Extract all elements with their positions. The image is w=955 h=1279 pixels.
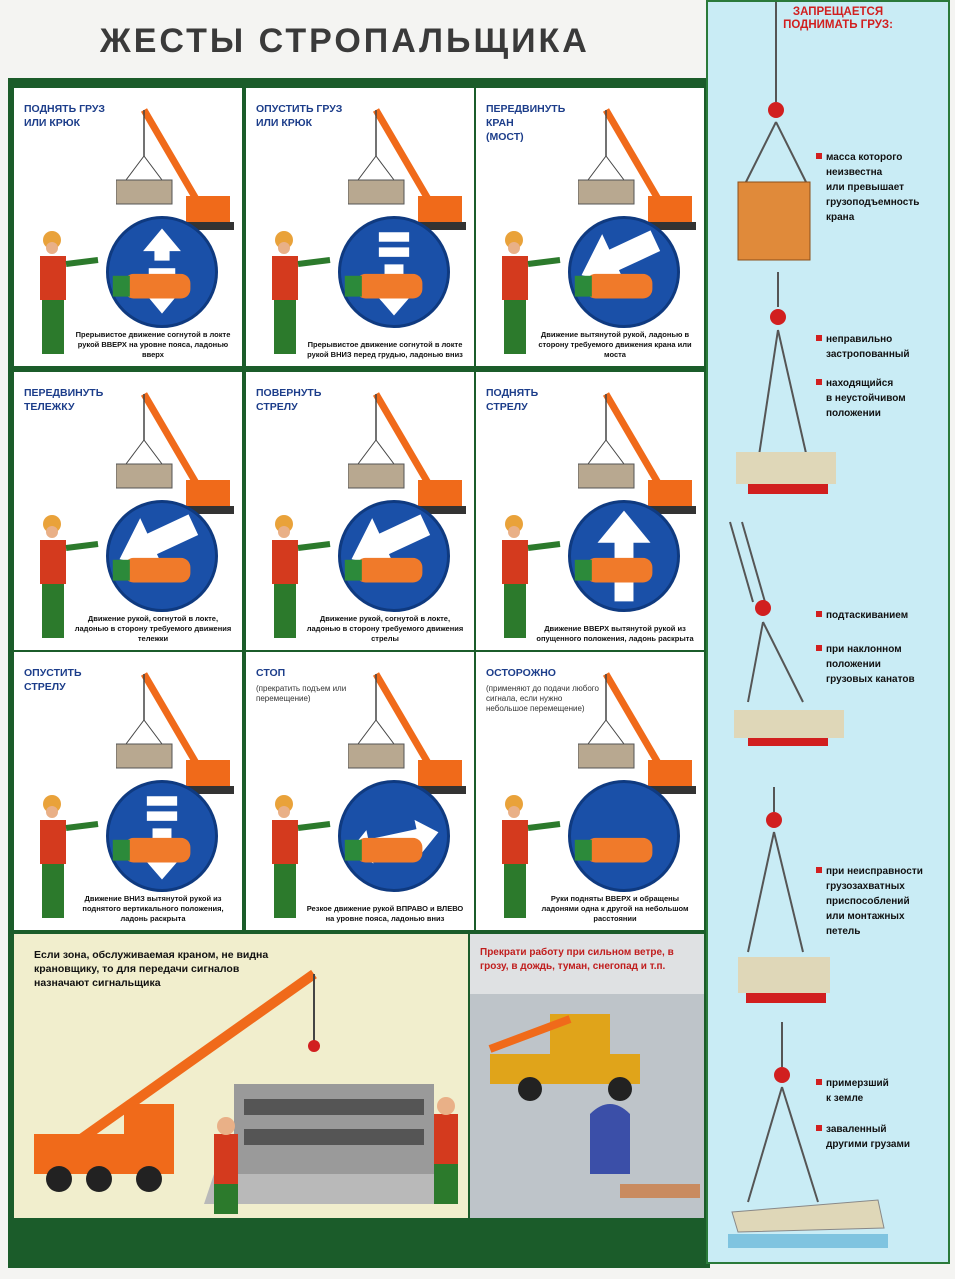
- left-right-arrow-icon: [344, 819, 439, 864]
- slinger-figure: [272, 515, 331, 638]
- signal-sign: [568, 780, 680, 892]
- signal-sign: [106, 216, 218, 328]
- slinger-figure: [502, 231, 561, 354]
- slinger-figure: [502, 515, 561, 638]
- gesture-caption: Движение ВВЕРХ вытянутой рукой из опущен…: [536, 624, 694, 643]
- gesture-caption: Движение рукой, согнутой в локте, ладонь…: [306, 614, 464, 643]
- crane-illustration: [578, 108, 696, 230]
- gesture-caption: Движение вытянутой рукой, ладонью в стор…: [538, 330, 692, 359]
- slinger-figure: [502, 795, 561, 918]
- crane-illustration: [578, 392, 696, 514]
- rigging-illustrations: [728, 2, 888, 1248]
- diagonal-arrow-icon: [574, 230, 661, 299]
- page-title: ЖЕСТЫ СТРОПАЛЬЩИКА: [100, 22, 590, 60]
- gesture-caption: Прерывистое движение согнутой в локте ру…: [307, 340, 463, 359]
- bad-weather-illustration: [470, 994, 704, 1218]
- slinger-figure: [272, 795, 331, 918]
- crane-illustration: [348, 672, 466, 794]
- gesture-label: ОСТОРОЖНО: [486, 667, 556, 679]
- signal-sign: [338, 216, 450, 328]
- crane-illustration: [348, 108, 466, 230]
- hands-icon: [574, 837, 653, 863]
- forbidden-header: ЗАПРЕЩАЕТСЯ ПОДНИМАТЬ ГРУЗ:: [783, 6, 893, 31]
- down-arrow-icon: [112, 796, 191, 880]
- signal-sign: [106, 500, 218, 612]
- down-arrow-icon: [344, 232, 423, 316]
- diagonal-arrow-icon: [344, 514, 431, 583]
- slinger-figure: [40, 795, 99, 918]
- up-down-arrow-icon: [112, 228, 191, 314]
- gesture-card: СТОП (прекратить подъем или перемещение) Р…: [246, 652, 474, 930]
- weather-warning-panel: Прекрати работу при сильном ветре, в гро…: [470, 934, 704, 1218]
- diagonal-arrow-icon: [112, 514, 199, 583]
- up-arrow-icon: [574, 510, 653, 602]
- gesture-label: СТОП: [256, 667, 286, 679]
- zone-note: Если зона, обслуживаемая краном, не видн…: [34, 949, 269, 989]
- signal-sign: [568, 216, 680, 328]
- gesture-subtitle: (применяют до подачи любого сигнала, есл…: [486, 684, 599, 713]
- crane-illustration: [578, 672, 696, 794]
- gesture-card: ОСТОРОЖНО (применяют до подачи любого сиг…: [476, 652, 704, 930]
- signaller-zone-panel: Если зона, обслуживаемая краном, не видн…: [14, 934, 468, 1218]
- crane-illustration: [116, 672, 234, 794]
- signal-sign: [338, 780, 450, 892]
- slinger-figure: [40, 515, 99, 638]
- gesture-caption: Движение рукой, согнутой в локте, ладонь…: [74, 614, 232, 643]
- gesture-caption: Прерывистое движение согнутой в локте ру…: [75, 330, 231, 359]
- signal-sign: [568, 500, 680, 612]
- gesture-caption: Руки подняты ВВЕРХ и обращены ладонями о…: [541, 894, 689, 923]
- gesture-caption: Резкое движение рукой ВПРАВО и ВЛЕВО на …: [306, 904, 464, 923]
- gesture-subtitle: (прекратить подъем или перемещение): [256, 684, 347, 703]
- forbidden-sidebar: ЗАПРЕЩАЕТСЯ ПОДНИМАТЬ ГРУЗ: масса которо…: [706, 0, 950, 1264]
- slinger-figure: [40, 231, 99, 354]
- signal-sign: [338, 500, 450, 612]
- signal-sign: [106, 780, 218, 892]
- gesture-caption: Движение ВНИЗ вытянутой рукой из поднято…: [82, 894, 224, 923]
- forbidden-item: подтаскиванием: [816, 608, 908, 623]
- wind-note: Прекрати работу при сильном ветре, в гро…: [480, 947, 674, 972]
- crane-scene-illustration: [34, 969, 458, 1214]
- crane-illustration: [116, 108, 234, 230]
- crane-illustration: [348, 392, 466, 514]
- crane-illustration: [116, 392, 234, 514]
- slinger-figure: [272, 231, 331, 354]
